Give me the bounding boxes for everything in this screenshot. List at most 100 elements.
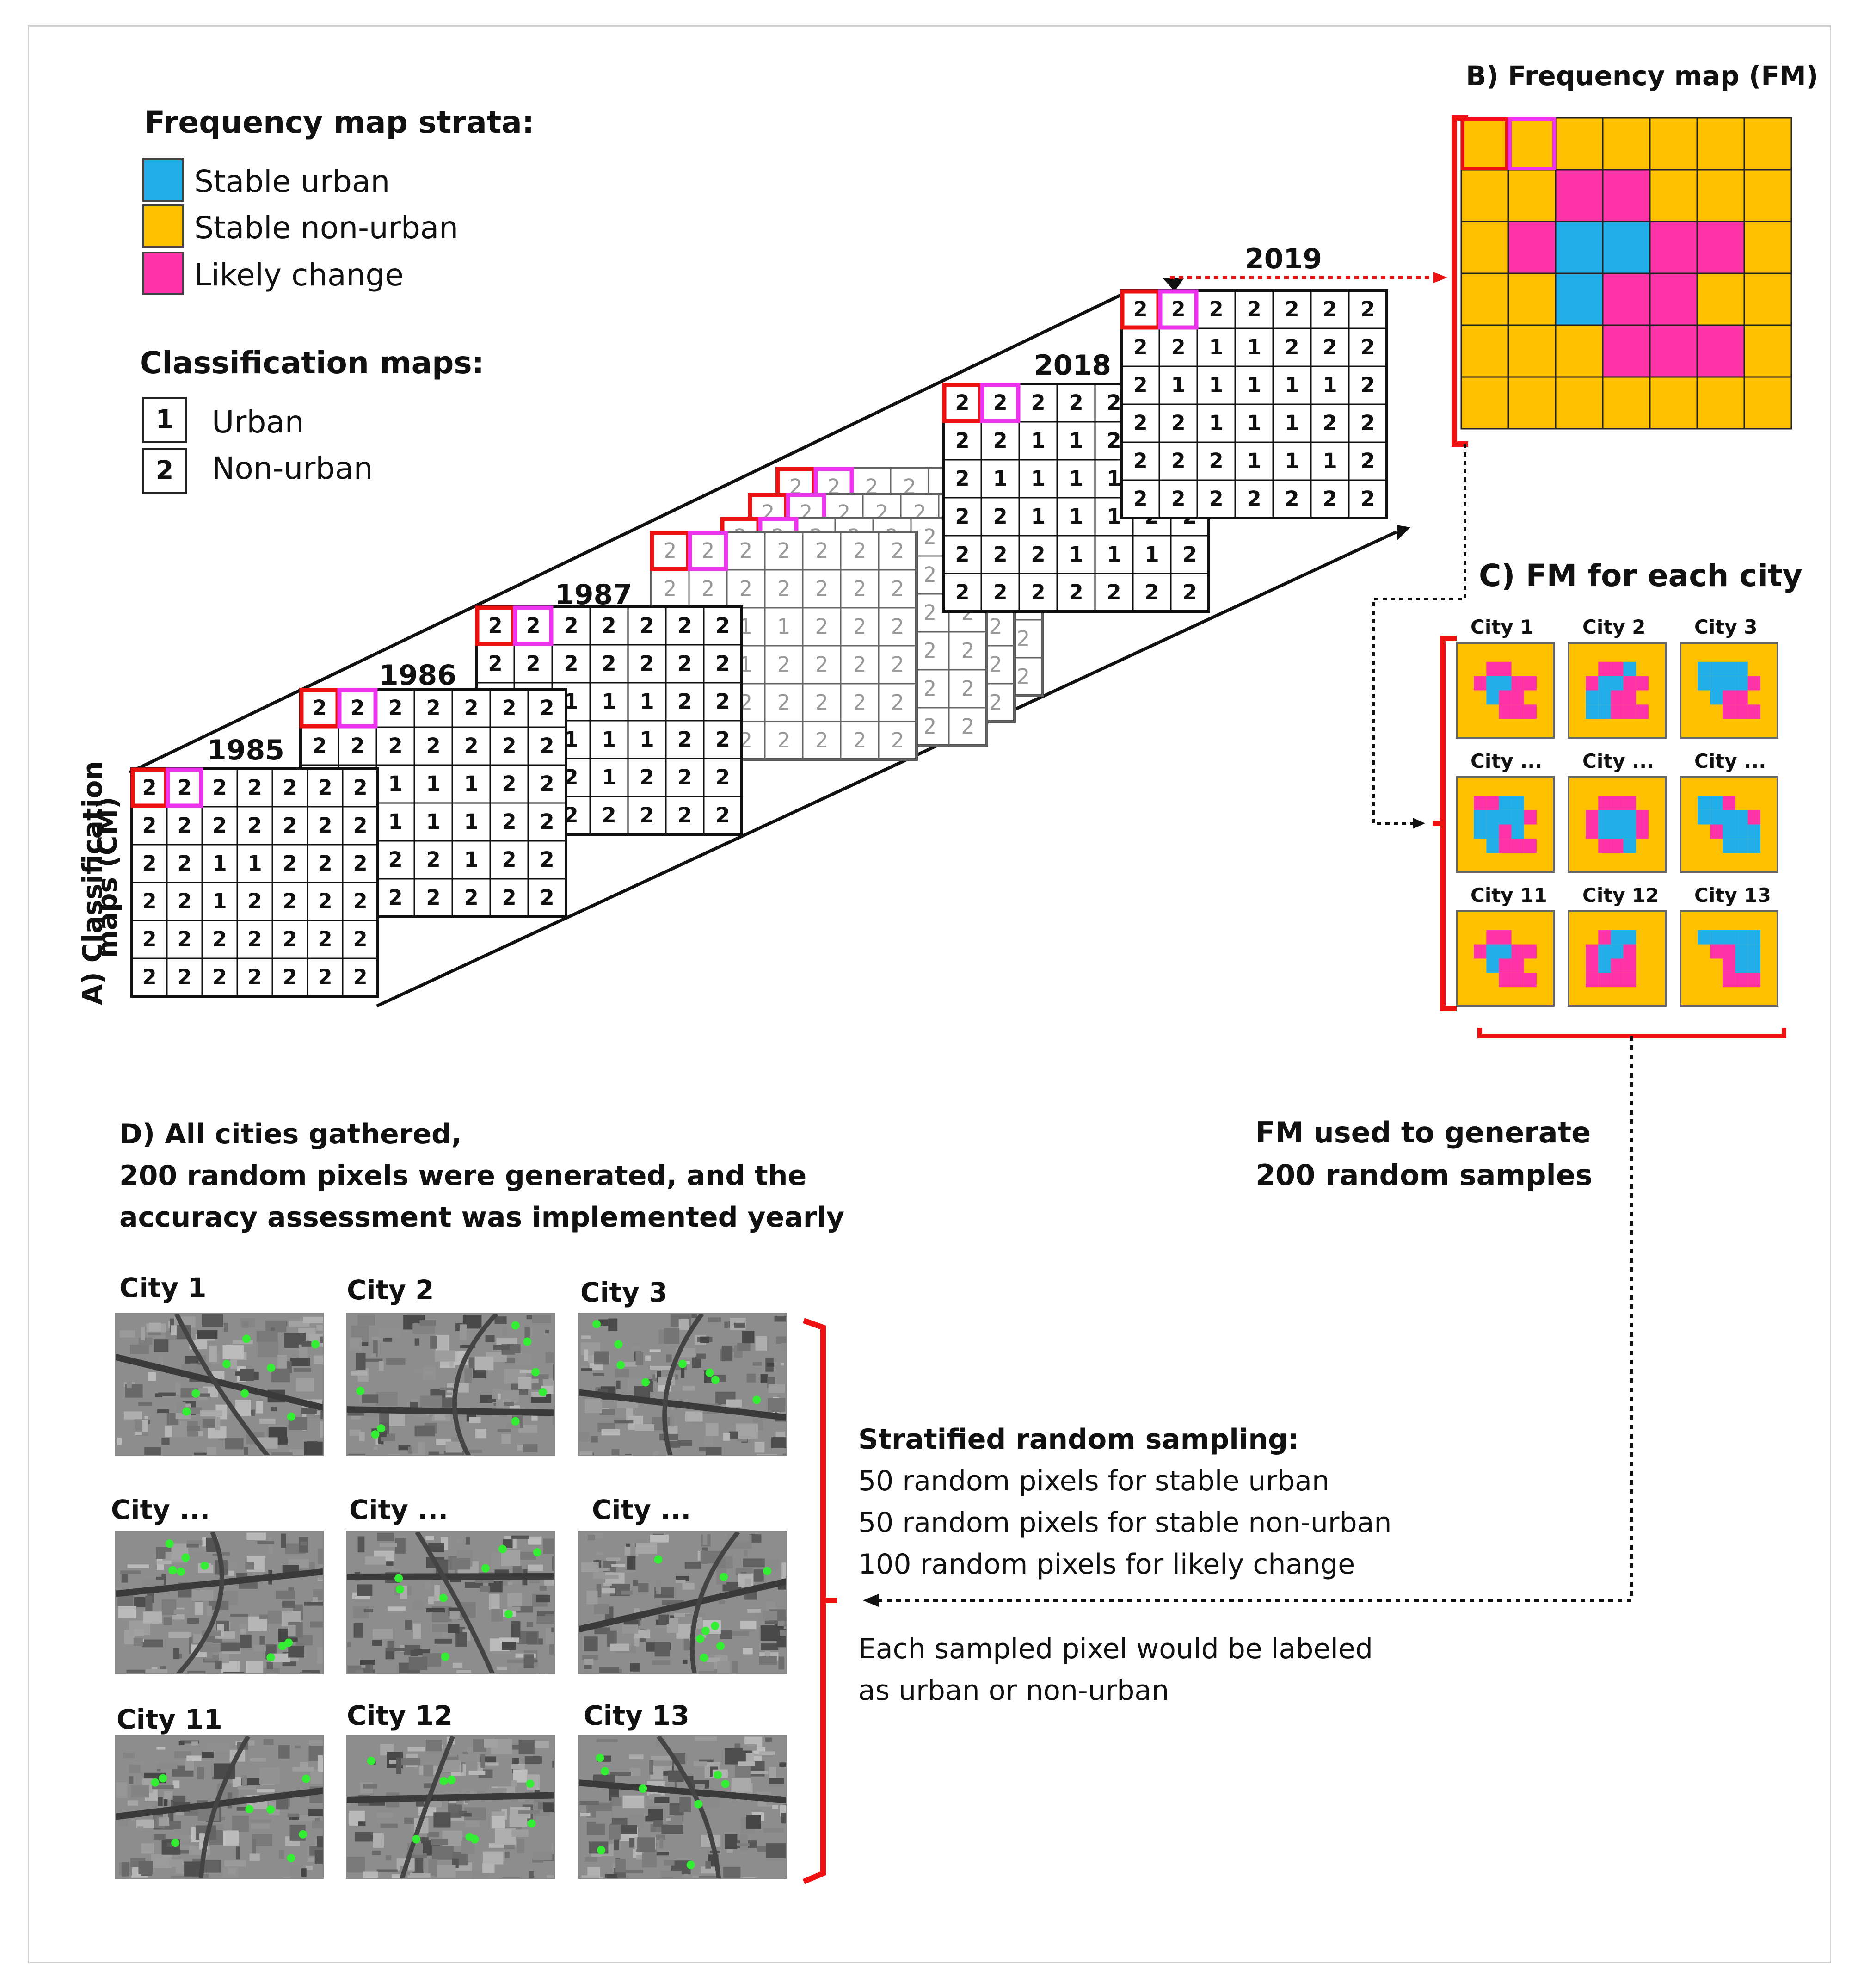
svg-text:2: 2: [1182, 542, 1197, 567]
svg-text:2: 2: [1031, 542, 1045, 567]
svg-text:2: 2: [177, 927, 191, 951]
city-fm-map: [1680, 642, 1778, 739]
stable-non-urban-label: Stable non-urban: [194, 210, 459, 246]
city-fm-label: City 13: [1694, 884, 1771, 907]
city-image-label: City ...: [592, 1494, 691, 1525]
svg-text:2: 2: [715, 765, 730, 790]
svg-text:2: 2: [955, 466, 969, 491]
svg-text:1: 1: [1031, 428, 1045, 453]
sample-point: [601, 1767, 609, 1776]
svg-text:2: 2: [142, 965, 156, 989]
city-fm-map: [1456, 776, 1555, 873]
svg-text:2: 2: [701, 538, 715, 563]
sample-point: [711, 1376, 720, 1384]
svg-text:2: 2: [350, 734, 364, 758]
svg-text:1: 1: [1107, 504, 1121, 529]
svg-text:1: 1: [1285, 449, 1299, 473]
svg-text:2: 2: [464, 885, 478, 910]
svg-text:2: 2: [677, 765, 692, 790]
sampling-line-stable-non-urban: 50 random pixels for stable non-urban: [858, 1506, 1392, 1539]
svg-text:2: 2: [1133, 373, 1147, 397]
svg-text:2: 2: [247, 813, 262, 838]
svg-text:2: 2: [1285, 297, 1299, 321]
panel-d-title-line3: accuracy assessment was implemented year…: [119, 1201, 845, 1234]
city-frequency-maps: [1456, 642, 1778, 1007]
svg-text:1: 1: [640, 689, 654, 714]
svg-text:2: 2: [502, 772, 516, 796]
sample-point: [694, 1800, 703, 1809]
sample-point: [182, 1407, 191, 1416]
svg-text:2: 2: [602, 803, 616, 827]
svg-text:2: 2: [1107, 580, 1121, 605]
svg-text:2: 2: [1069, 390, 1083, 415]
svg-text:1: 1: [1031, 504, 1045, 529]
svg-text:2: 2: [464, 696, 478, 720]
svg-text:2: 2: [247, 775, 262, 800]
svg-text:1: 1: [1209, 411, 1223, 435]
svg-text:1: 1: [426, 772, 440, 796]
sample-point: [711, 1621, 720, 1630]
fm-cell: [1743, 324, 1792, 378]
svg-text:1: 1: [602, 689, 616, 714]
svg-text:2: 2: [923, 676, 937, 701]
sample-point: [527, 1819, 536, 1828]
city-fm-map: [1680, 910, 1778, 1007]
city-image-label: City 13: [584, 1700, 689, 1731]
city-fm-map: [1680, 776, 1778, 873]
stable-urban-label: Stable urban: [194, 164, 390, 199]
svg-text:1: 1: [1171, 373, 1185, 397]
svg-text:2: 2: [1171, 487, 1185, 511]
svg-text:2: 2: [640, 765, 654, 790]
svg-text:2: 2: [640, 803, 654, 827]
sample-point: [526, 1779, 535, 1788]
svg-text:2: 2: [177, 775, 191, 800]
svg-text:2: 2: [853, 652, 867, 677]
sample-point: [302, 1774, 311, 1783]
svg-text:2: 2: [540, 696, 554, 720]
cm-legend-title: Classification maps:: [140, 345, 485, 381]
svg-text:2: 2: [464, 734, 478, 758]
svg-text:2: 2: [1107, 390, 1121, 415]
stack-top-line: [129, 290, 1129, 774]
sample-point: [267, 1364, 276, 1372]
fm-cell: [1555, 376, 1604, 430]
svg-text:2: 2: [853, 576, 867, 601]
svg-text:2: 2: [212, 927, 227, 951]
svg-text:2: 2: [283, 851, 297, 876]
svg-text:2: 2: [142, 813, 156, 838]
fm-cell: [1743, 221, 1792, 274]
svg-text:1: 1: [1285, 411, 1299, 435]
svg-text:2: 2: [502, 734, 516, 758]
panel-c-title: C) FM for each city: [1479, 558, 1803, 593]
sample-point: [678, 1359, 687, 1368]
sample-point: [412, 1835, 421, 1844]
svg-text:2: 2: [1144, 580, 1159, 605]
svg-text:1: 1: [1285, 373, 1299, 397]
svg-text:2: 2: [891, 614, 904, 639]
svg-text:2: 2: [426, 734, 440, 758]
sample-point: [439, 1593, 448, 1602]
sample-point: [465, 1833, 474, 1841]
svg-text:2: 2: [1323, 411, 1337, 435]
non-urban-key-label: Non-urban: [212, 451, 373, 486]
svg-text:2: 2: [993, 504, 1007, 529]
svg-text:2: 2: [891, 728, 904, 753]
svg-text:2: 2: [923, 562, 937, 587]
fm-cell: [1602, 117, 1651, 171]
svg-text:2: 2: [891, 690, 904, 715]
year-label-2018: 2018: [1034, 349, 1111, 382]
svg-text:2: 2: [955, 580, 969, 605]
svg-text:2: 2: [564, 613, 578, 638]
svg-text:2: 2: [677, 803, 692, 827]
svg-text:1: 1: [426, 809, 440, 834]
svg-text:2: 2: [426, 696, 440, 720]
sample-point: [367, 1757, 375, 1766]
sample-point: [278, 1642, 287, 1650]
svg-text:1: 1: [464, 847, 478, 872]
svg-text:2: 2: [540, 847, 554, 872]
fm-cell: [1649, 117, 1698, 171]
svg-text:2: 2: [318, 851, 332, 876]
svg-text:2: 2: [526, 651, 540, 676]
sample-point: [245, 1805, 254, 1814]
fm-cell: [1555, 117, 1604, 171]
